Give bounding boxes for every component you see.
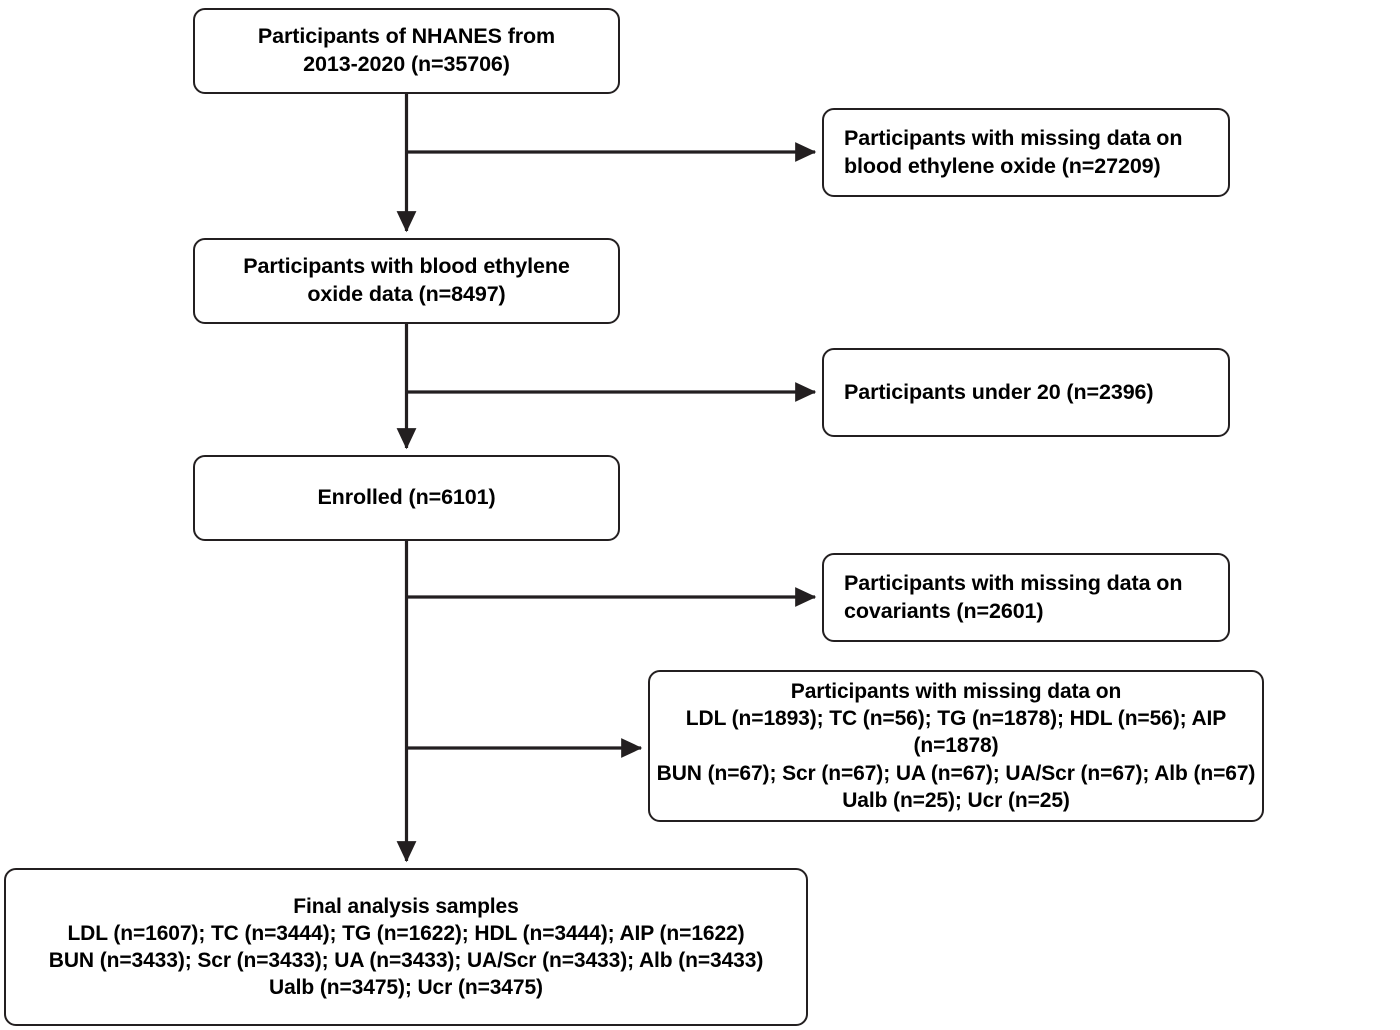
node-source-participants: Participants of NHANES from 2013-2020 (n… — [193, 8, 620, 94]
node-source-label: Participants of NHANES from 2013-2020 (n… — [257, 24, 556, 76]
node-excluded-under-20-label: Participants under 20 (n=2396) — [844, 379, 1154, 404]
node-final-analysis-samples: Final analysis samples LDL (n=1607); TC … — [4, 868, 808, 1026]
node-excluded-missing-lab-data-label: Participants with missing data on LDL (n… — [656, 680, 1256, 812]
node-excluded-missing-ethylene-oxide: Participants with missing data on blood … — [822, 108, 1230, 197]
node-enrolled-label: Enrolled (n=6101) — [317, 485, 496, 510]
node-enrolled: Enrolled (n=6101) — [193, 455, 620, 541]
node-excluded-missing-lab-data: Participants with missing data on LDL (n… — [648, 670, 1264, 822]
node-excluded-missing-covariants-label: Participants with missing data on covari… — [844, 570, 1183, 623]
node-participants-with-ethylene-oxide-data-label: Participants with blood ethylene oxide d… — [243, 254, 570, 306]
node-excluded-missing-ethylene-oxide-label: Participants with missing data on blood … — [844, 125, 1183, 178]
node-participants-with-ethylene-oxide-data: Participants with blood ethylene oxide d… — [193, 238, 620, 324]
node-excluded-missing-covariants: Participants with missing data on covari… — [822, 553, 1230, 642]
node-excluded-under-20: Participants under 20 (n=2396) — [822, 348, 1230, 437]
node-final-analysis-samples-label: Final analysis samples LDL (n=1607); TC … — [48, 894, 764, 1000]
